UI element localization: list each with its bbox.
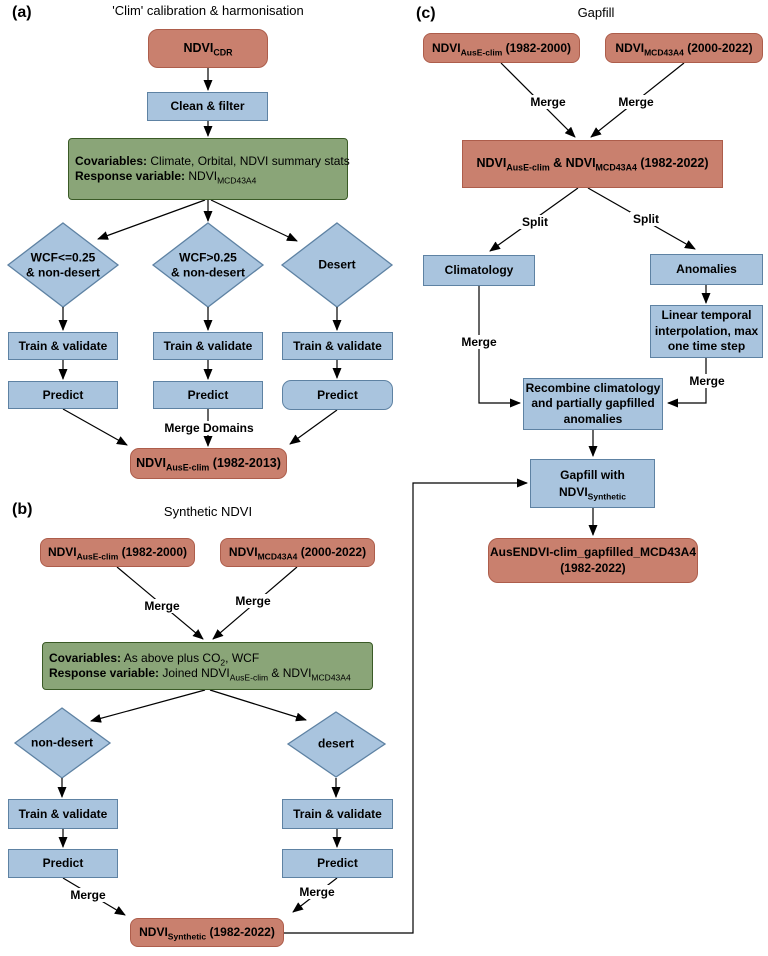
response-variable-line: Response variable: NDVIMCD43A4 xyxy=(75,169,257,186)
node-label: Linear temporal xyxy=(661,308,752,323)
gapfill-with-synthetic-node: Gapfill with NDVISynthetic xyxy=(530,459,655,508)
split-label: Split xyxy=(519,215,551,229)
merge-label: Merge xyxy=(296,885,338,899)
node-label: Predict xyxy=(317,387,358,402)
node-label: Climatology xyxy=(444,263,514,277)
node-label: AusENDVI-clim_gapfilled_MCD43A4 xyxy=(489,544,697,559)
ndvi-mcd43a4-input-c: NDVIMCD43A4 (2000-2022) xyxy=(605,33,763,63)
node-label: NDVIMCD43A4 (2000-2022) xyxy=(615,40,753,57)
node-label: and partially gapfilled xyxy=(531,396,655,411)
split-label: Split xyxy=(630,212,662,226)
diamond-text: & non-desert xyxy=(25,265,101,279)
node-label: interpolation, max xyxy=(654,323,759,338)
desert-diamond-b xyxy=(286,711,387,778)
merge-domains-label: Merge Domains xyxy=(161,421,257,435)
train-validate-a-low: Train & validate xyxy=(8,332,118,360)
panel-a-title: 'Clim' calibration & harmonisation xyxy=(112,3,304,18)
flow-arrow xyxy=(289,409,338,445)
wcf-high-diamond-label: WCF>0.25 & non-desert xyxy=(171,250,245,279)
merge-label: Merge xyxy=(67,888,109,902)
ndvi-ause-clim-input-c: NDVIAusE-clim (1982-2000) xyxy=(423,33,580,63)
node-label: Predict xyxy=(42,856,84,870)
node-label: one time step xyxy=(667,339,746,354)
diamond-text: WCF>0.25 xyxy=(179,250,237,265)
node-label: Gapfill with xyxy=(560,468,625,483)
flow-arrow xyxy=(97,199,206,240)
synthetic-to-gapfill-connector xyxy=(284,478,528,934)
desert-diamond-b-label: desert xyxy=(317,736,355,751)
clean-filter-node: Clean & filter xyxy=(147,92,268,121)
train-validate-a-desert: Train & validate xyxy=(282,332,393,360)
ndvi-synthetic-node: NDVISynthetic (1982-2022) xyxy=(130,918,284,947)
ndvi-cdr-node: NDVICDR xyxy=(148,29,268,68)
merge-label: Merge xyxy=(527,95,569,109)
node-label: NDVISynthetic (1982-2022) xyxy=(139,925,275,942)
climatology-merge-connector xyxy=(478,286,521,408)
node-label: NDVISynthetic xyxy=(558,484,626,501)
recombine-node: Recombine climatology and partially gapf… xyxy=(523,378,663,430)
diamond-text: & non-desert xyxy=(170,265,246,279)
node-label: (1982-2022) xyxy=(560,560,626,575)
covariables-line: Covariables: Climate, Orbital, NDVI summ… xyxy=(75,154,350,168)
non-desert-diamond-label: non-desert xyxy=(30,735,94,750)
merge-label: Merge xyxy=(686,374,728,388)
merge-label: Merge xyxy=(615,95,657,109)
merge-label: Merge xyxy=(141,599,183,613)
flow-arrow xyxy=(209,689,307,722)
node-label: Train & validate xyxy=(163,338,253,353)
node-label: Predict xyxy=(187,387,229,402)
ausendvi-output-node: AusENDVI-clim_gapfilled_MCD43A4 (1982-20… xyxy=(488,538,698,583)
panel-c-title: Gapfill xyxy=(577,5,615,20)
linear-interpolation-node: Linear temporal interpolation, max one t… xyxy=(650,305,763,358)
panel-b-tag: (b) xyxy=(12,501,33,518)
flow-arrow xyxy=(210,199,298,242)
predict-b-desert: Predict xyxy=(282,849,393,878)
anomaly-merge-connector xyxy=(667,358,707,408)
node-label: Train & validate xyxy=(18,338,108,353)
predict-b-nondesert: Predict xyxy=(8,849,118,878)
merged-ndvi-node: NDVIAusE-clim & NDVIMCD43A4 (1982-2022) xyxy=(462,140,723,188)
panel-c-tag: (c) xyxy=(416,5,436,22)
node-label: anomalies xyxy=(563,411,623,426)
node-label: NDVIAusE-clim & NDVIMCD43A4 (1982-2022) xyxy=(476,156,709,173)
predict-a-low: Predict xyxy=(8,381,118,409)
response-variable-line: Response variable: Joined NDVIAusE-clim … xyxy=(49,666,351,683)
covariables-a-node: Covariables: Climate, Orbital, NDVI summ… xyxy=(68,138,350,200)
node-label: Recombine climatology xyxy=(525,380,661,395)
flow-arrow xyxy=(90,689,206,723)
anomalies-node: Anomalies xyxy=(650,254,763,285)
node-label: NDVIAusE-clim (1982-2013) xyxy=(136,455,281,473)
covariables-line: Covariables: As above plus CO2, WCF xyxy=(49,651,260,668)
climatology-node: Climatology xyxy=(423,255,535,286)
predict-a-high: Predict xyxy=(153,381,263,409)
ndvi-ause-clim-input-b: NDVIAusE-clim (1982-2000) xyxy=(40,538,195,567)
predict-a-desert: Predict xyxy=(282,380,393,410)
node-label: Clean & filter xyxy=(170,99,245,113)
node-label: NDVICDR xyxy=(183,40,233,58)
node-label: NDVIAusE-clim (1982-2000) xyxy=(47,545,188,562)
node-label: Anomalies xyxy=(676,262,737,276)
desert-diamond-a-label: Desert xyxy=(318,257,356,272)
merge-label: Merge xyxy=(458,335,500,349)
node-label: Train & validate xyxy=(293,806,382,821)
wcf-low-diamond-label: WCF<=0.25 & non-desert xyxy=(26,250,100,279)
ndvi-ause-clim-1982-2013-node: NDVIAusE-clim (1982-2013) xyxy=(130,448,287,479)
node-label: Predict xyxy=(317,856,358,870)
node-label: NDVIAusE-clim (1982-2000) xyxy=(431,40,572,57)
covariables-b-node: Covariables: As above plus CO2, WCF Resp… xyxy=(42,642,373,690)
node-label: Train & validate xyxy=(18,806,108,821)
train-validate-a-high: Train & validate xyxy=(153,332,263,360)
train-validate-b-nondesert: Train & validate xyxy=(8,799,118,829)
diamond-text: WCF<=0.25 xyxy=(30,250,96,265)
node-label: NDVIMCD43A4 (2000-2022) xyxy=(228,545,367,562)
panel-b-title: Synthetic NDVI xyxy=(163,504,253,519)
panel-a-tag: (a) xyxy=(12,4,32,21)
train-validate-b-desert: Train & validate xyxy=(282,799,393,829)
merge-label: Merge xyxy=(232,594,274,608)
ndvi-mcd43a4-input-b: NDVIMCD43A4 (2000-2022) xyxy=(220,538,375,567)
flow-arrow xyxy=(62,408,128,446)
node-label: Predict xyxy=(42,387,84,402)
node-label: Train & validate xyxy=(293,338,382,353)
